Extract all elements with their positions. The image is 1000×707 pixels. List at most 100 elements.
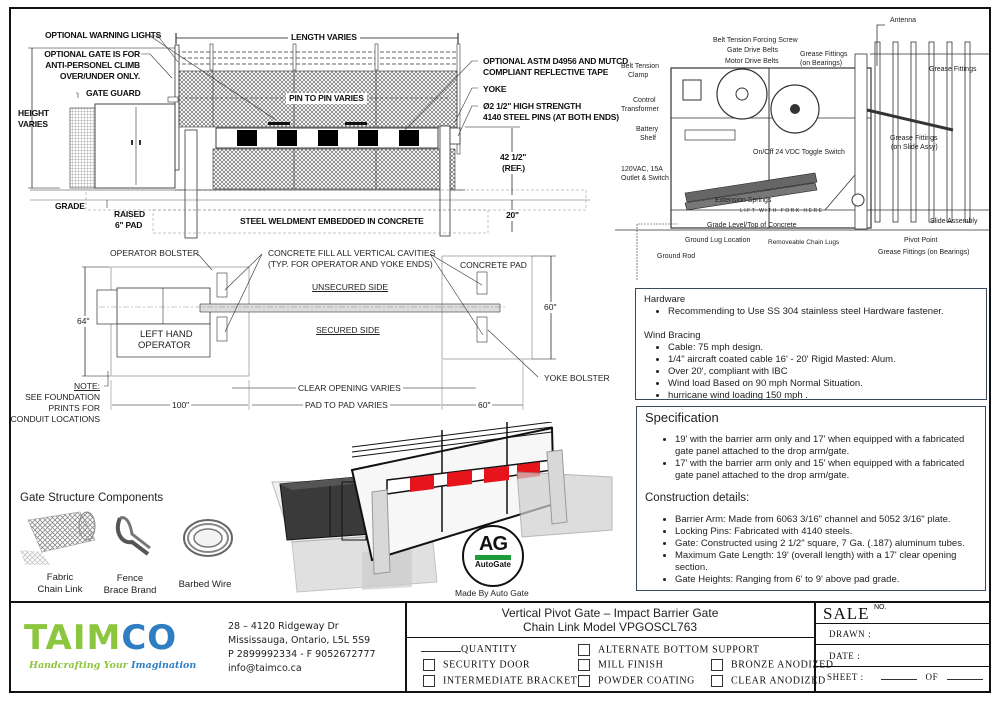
quantity-field[interactable]: QUANTITY bbox=[421, 644, 517, 655]
concrete-fill-label-2: (TYP. FOR OPERATOR AND YOKE ENDS) bbox=[268, 259, 433, 269]
operator-cutaway-diagram: Antenna Belt Tension Forcing Screw Gate … bbox=[615, 10, 995, 280]
quantity-label: QUANTITY bbox=[461, 644, 518, 655]
hardware-title: Hardware bbox=[644, 294, 686, 305]
quantity-blank[interactable] bbox=[421, 651, 461, 652]
gate-components-section: Gate Structure Components Fabric Chain L… bbox=[10, 488, 260, 598]
left-hand-operator-label-2: OPERATOR bbox=[138, 340, 191, 351]
specification-list: 19' with the barrier arm only and 17' wh… bbox=[645, 434, 977, 482]
slide-assembly-label: Slide Assembly bbox=[930, 218, 978, 225]
grade-level-label: Grade Level/Top of Concrete bbox=[707, 222, 797, 229]
control-transformer-label-2: Transformer bbox=[621, 106, 659, 113]
checkbox-alternate-bottom-support[interactable] bbox=[578, 644, 590, 656]
product-title-line-1: Vertical Pivot Gate – Impact Barrier Gat… bbox=[501, 606, 719, 620]
company-address: 28 – 4120 Ridgeway Dr Mississauga, Ontar… bbox=[228, 620, 376, 676]
sheet-field[interactable]: SHEET : OF bbox=[827, 672, 984, 682]
wind-item: Wind load Based on 90 mph Normal Situati… bbox=[668, 378, 978, 390]
dim-ref-label: (REF.) bbox=[502, 163, 525, 174]
pins-label-2: 4140 STEEL PINS (AT BOTH ENDS) bbox=[483, 112, 619, 122]
removable-lugs-label: Removeable Chain Lugs bbox=[768, 239, 840, 246]
raised-pad-label-2: 6" PAD bbox=[115, 220, 143, 230]
checkbox-powder-coating[interactable] bbox=[578, 675, 590, 687]
drawing-frame bbox=[9, 7, 991, 693]
ground-rod-label: Ground Rod bbox=[657, 253, 696, 260]
component-label-brace-1: Fence bbox=[116, 573, 144, 584]
barbed-wire-icon bbox=[183, 519, 233, 557]
components-title: Gate Structure Components bbox=[20, 492, 164, 504]
taimco-logo-green: TAIM bbox=[24, 618, 122, 658]
belt-tension-screw-label: Belt Tension Forcing Screw bbox=[713, 37, 798, 44]
construction-item: Maximum Gate Length: 19' (overall length… bbox=[675, 550, 977, 574]
pad-to-pad-label: PAD TO PAD VARIES bbox=[303, 400, 390, 411]
specification-title: Specification bbox=[645, 410, 719, 425]
motor-drive-belts-label: Motor Drive Belts bbox=[725, 58, 779, 65]
checkbox-intermediate-bracket[interactable] bbox=[423, 675, 435, 687]
grease-slide-label-2: (on Slide Assy) bbox=[891, 144, 938, 151]
optional-warning-lights-label: OPTIONAL WARNING LIGHTS bbox=[45, 30, 162, 40]
wind-bracing-title: Wind Bracing bbox=[644, 330, 701, 341]
dim-20-label: 20" bbox=[506, 210, 519, 221]
ground-lug-label: Ground Lug Location bbox=[685, 237, 751, 244]
yoke-label: YOKE bbox=[483, 84, 507, 94]
specification-box: Specification 19' with the barrier arm o… bbox=[636, 406, 986, 591]
fence-brace-band-icon bbox=[115, 516, 151, 556]
secured-side-label: SECURED SIDE bbox=[316, 325, 380, 335]
sheet-total-blank[interactable] bbox=[947, 679, 984, 680]
option-powder-coating[interactable]: POWDER COATING bbox=[578, 675, 695, 687]
hardware-list: Recommending to Use SS 304 stainless ste… bbox=[644, 306, 978, 318]
made-by-label: Made By Auto Gate bbox=[455, 588, 529, 598]
battery-shelf-label-2: Shelf bbox=[640, 135, 656, 142]
gate-guard-label: GATE GUARD bbox=[86, 88, 141, 98]
title-block-divider bbox=[405, 603, 407, 693]
wind-bracing-list: Cable: 75 mph design. 1/4" aircraft coat… bbox=[644, 342, 978, 402]
plan-view-drawing: OPERATOR BOLSTER CONCRETE FILL ALL VERTI… bbox=[0, 240, 620, 430]
taimco-tagline: Handcrafting Your Imagination bbox=[29, 660, 196, 671]
checkbox-security-door[interactable] bbox=[423, 659, 435, 671]
construction-list: Barrier Arm: Made from 6063 3/16" channe… bbox=[645, 514, 977, 586]
note-label-1: NOTE: bbox=[74, 381, 100, 391]
left-hand-operator-label-1: LEFT HAND bbox=[140, 329, 193, 340]
note-label-4: CONDUIT LOCATIONS bbox=[10, 414, 100, 424]
option-label: SECURITY DOOR bbox=[443, 659, 531, 671]
grade-label: GRADE bbox=[55, 201, 85, 211]
email-link[interactable]: info@taimco.ca bbox=[228, 663, 302, 674]
grease-fittings-label: Grease Fittings bbox=[929, 66, 977, 73]
optional-gate-label-1: OPTIONAL GATE IS FOR bbox=[44, 49, 140, 59]
option-clear-anodized[interactable]: CLEAR ANODIZED bbox=[711, 675, 826, 687]
note-label-2: SEE FOUNDATION bbox=[25, 392, 100, 402]
drawn-field[interactable]: DRAWN : bbox=[829, 629, 872, 639]
option-intermediate-bracket[interactable]: INTERMEDIATE BRACKET bbox=[423, 675, 578, 687]
sheet-number-blank[interactable] bbox=[880, 679, 917, 680]
checkbox-bronze-anodized[interactable] bbox=[711, 659, 723, 671]
height-varies-label-2: VARIES bbox=[18, 119, 48, 129]
date-field[interactable]: DATE : bbox=[829, 651, 861, 661]
option-bronze-anodized[interactable]: BRONZE ANODIZED bbox=[711, 659, 834, 671]
dim-64-label: 64" bbox=[77, 316, 90, 327]
outlet-label-2: Outlet & Switch bbox=[621, 175, 669, 182]
option-label: POWDER COATING bbox=[598, 675, 696, 687]
option-security-door[interactable]: SECURITY DOOR bbox=[423, 659, 530, 671]
autogate-logo-mark: AG bbox=[479, 533, 508, 555]
dim-100-label: 100" bbox=[170, 400, 192, 411]
dim-60-vertical-label: 60" bbox=[544, 302, 557, 313]
optional-gate-label-3: OVER/UNDER ONLY. bbox=[59, 71, 140, 81]
construction-title: Construction details: bbox=[645, 492, 750, 504]
height-varies-label-1: HEIGHT bbox=[18, 108, 49, 118]
arm-stripes bbox=[237, 130, 419, 146]
autogate-logo: AG AutoGate bbox=[462, 525, 524, 587]
sale-label: SALE bbox=[823, 604, 870, 623]
checkbox-clear-anodized[interactable] bbox=[711, 675, 723, 687]
wind-item: 1/4" aircraft coated cable 16' - 20' Rig… bbox=[668, 354, 978, 366]
sale-no-label: NO. bbox=[873, 604, 887, 611]
option-mill-finish[interactable]: MILL FINISH bbox=[578, 659, 663, 671]
pin-to-pin-label: PIN TO PIN VARIES bbox=[286, 93, 367, 104]
hardware-item: Recommending to Use SS 304 stainless ste… bbox=[668, 306, 978, 318]
wind-item: hurricane wind loading 150 mph . bbox=[668, 390, 978, 402]
phone-fax: P 2899992334 - F 9052672777 bbox=[228, 649, 376, 660]
belt-tension-clamp-label-1: Belt Tension bbox=[621, 63, 660, 70]
sale-number-field[interactable]: SALE NO. bbox=[823, 604, 886, 624]
operator-bolster-label: OPERATOR BOLSTER bbox=[110, 248, 199, 258]
note-label-3: PRINTS FOR bbox=[48, 403, 100, 413]
checkbox-mill-finish[interactable] bbox=[578, 659, 590, 671]
address-line-2: Mississauga, Ontario, L5L 5S9 bbox=[228, 635, 371, 646]
option-alternate-bottom-support[interactable]: ALTERNATE BOTTOM SUPPORT bbox=[578, 644, 760, 656]
